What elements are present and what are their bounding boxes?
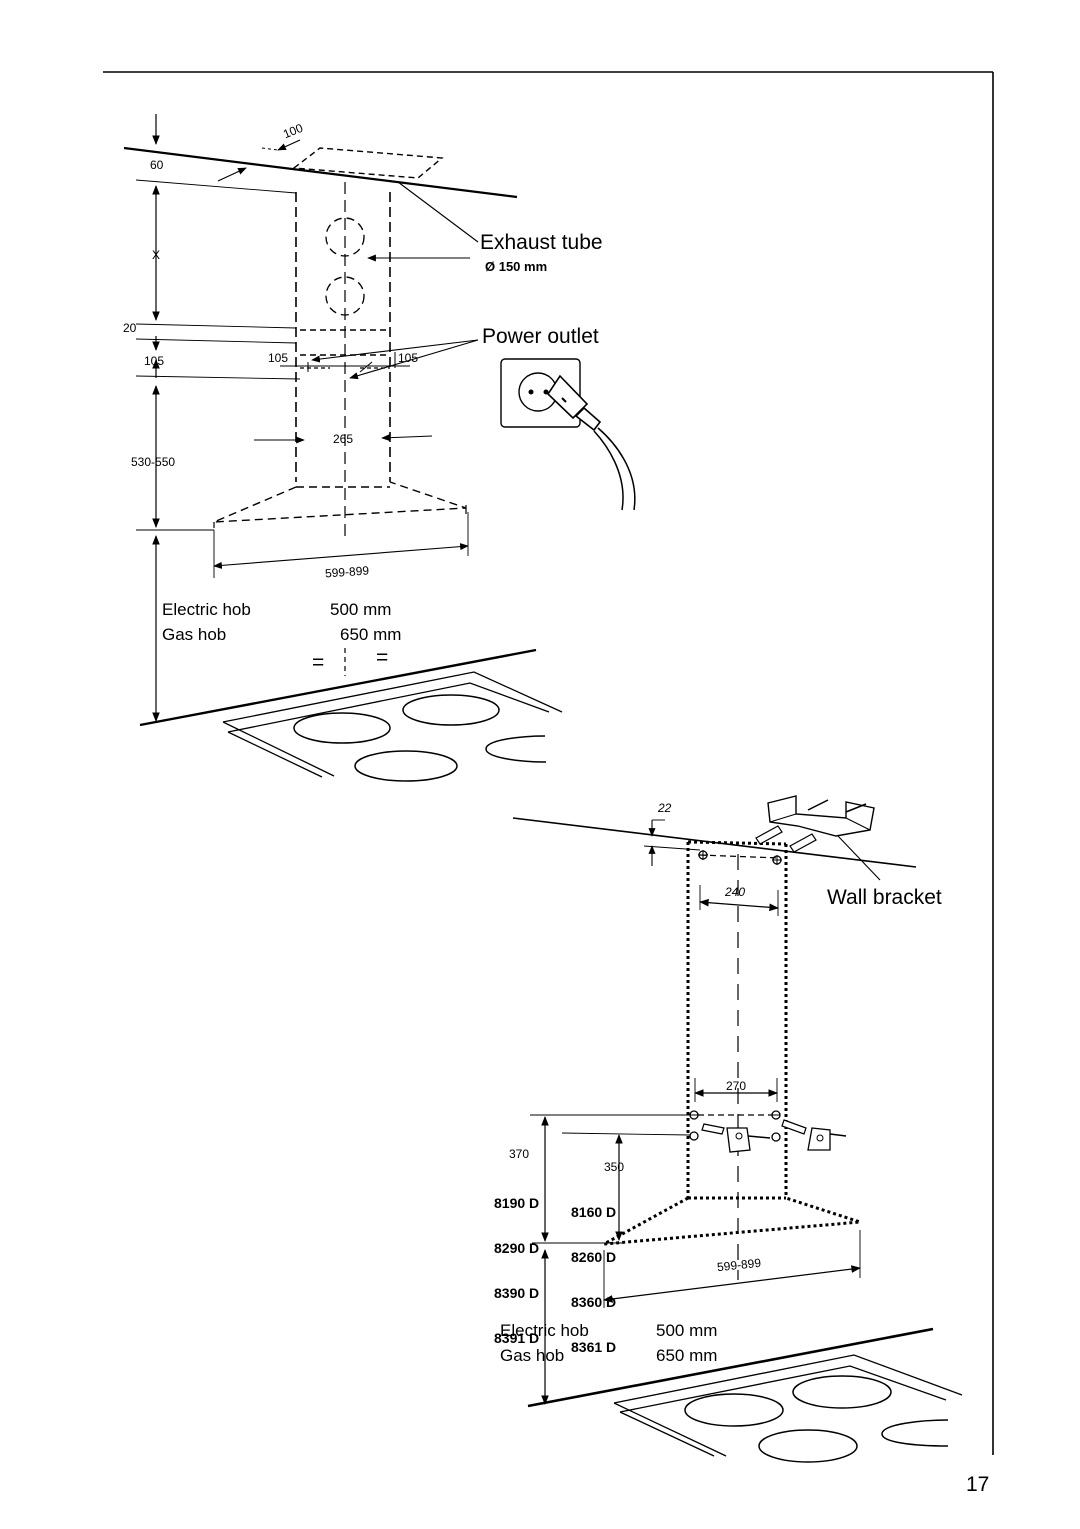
bottom-hob-electric-name: Electric hob — [500, 1321, 589, 1340]
dim-599-899-top-label: 599-899 — [324, 563, 370, 581]
exhaust-diameter-label: Ø 150 mm — [485, 259, 548, 274]
dim-22-label: 22 — [658, 801, 672, 815]
model-list-370: 8190 D 8290 D 8390 D 8391 D — [494, 1166, 539, 1361]
top-hob-electric-name: Electric hob — [162, 600, 251, 619]
dim-105-left-label: 105 — [144, 354, 165, 368]
model-350-1: 8160 D — [571, 1204, 617, 1220]
model-370-2: 8290 D — [494, 1240, 540, 1256]
page-frame — [103, 71, 994, 1455]
dim-105-b-label: 105 — [398, 351, 419, 365]
model-370-1: 8190 D — [494, 1195, 540, 1211]
model-350-2: 8260 D — [571, 1249, 617, 1265]
equal-right-sign: = — [376, 646, 389, 669]
model-350-3: 8360 D — [571, 1294, 617, 1310]
power-outlet-icon — [500, 358, 636, 511]
model-list-350: 8160 D 8260 D 8360 D 8361 D — [571, 1175, 616, 1370]
dim-240-label: 240 — [725, 885, 746, 899]
power-outlet-label: Power outlet — [482, 325, 599, 348]
bottom-hob-electric-value: 500 mm — [656, 1321, 718, 1340]
bottom-hob-gas-value: 650 mm — [656, 1346, 718, 1365]
wall-bracket-icon — [755, 795, 881, 881]
dim-20-label: 20 — [123, 321, 137, 335]
top-hob-gas-value: 650 mm — [340, 625, 402, 644]
model-370-3: 8390 D — [494, 1285, 540, 1301]
top-hob-gas-name: Gas hob — [162, 625, 227, 644]
model-350-4: 8361 D — [571, 1339, 617, 1355]
dim-530-550-label: 530-550 — [131, 455, 176, 469]
bottom-hood-drawing — [512, 817, 963, 1463]
dim-x-label: X — [152, 248, 161, 262]
bottom-hob-gas-name: Gas hob — [500, 1346, 565, 1365]
page-number: 17 — [966, 1473, 990, 1496]
dim-60-label: 60 — [150, 158, 164, 172]
equal-left-sign: = — [312, 651, 325, 674]
wall-bracket-label: Wall bracket — [827, 886, 942, 909]
dim-370-label: 370 — [509, 1147, 530, 1161]
top-hood-drawing — [123, 114, 563, 782]
dim-270-label: 270 — [726, 1079, 747, 1093]
model-370-4: 8391 D — [494, 1330, 540, 1346]
dim-350-label: 350 — [604, 1160, 625, 1174]
top-hob-electric-value: 500 mm — [330, 600, 392, 619]
dim-265-label: 265 — [333, 432, 354, 446]
exhaust-tube-label: Exhaust tube — [480, 231, 603, 254]
dim-105-a-label: 105 — [268, 351, 289, 365]
